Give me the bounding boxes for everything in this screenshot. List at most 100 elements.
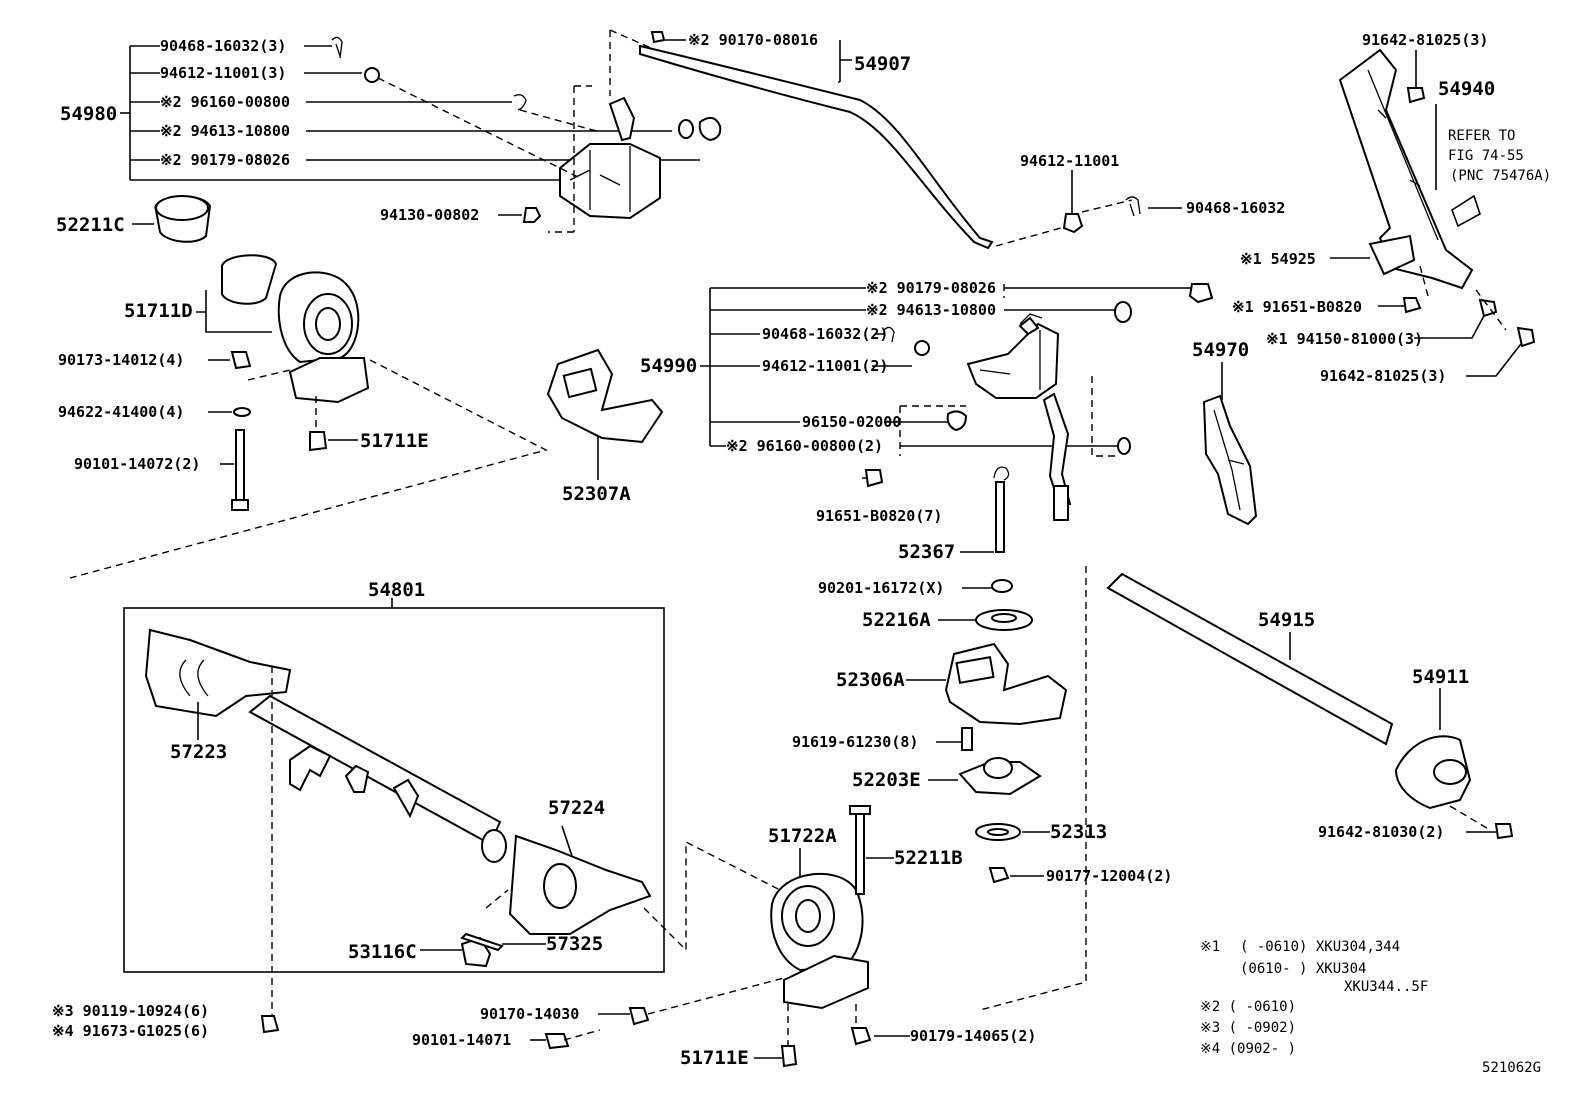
bushing-icon	[1188, 283, 1214, 304]
bracket-54925	[1368, 234, 1416, 276]
label-94612-11001: 94612-11001	[1020, 152, 1119, 170]
bolt-icon	[1402, 297, 1422, 314]
label-94612-11001-3: 94612-11001(3)	[160, 64, 286, 82]
bolt-icon	[1516, 326, 1536, 348]
label-90170-14030: 90170-14030	[480, 1005, 579, 1023]
label-90101-14072: 90101-14072(2)	[74, 455, 200, 473]
label-57224: 57224	[548, 797, 605, 819]
insulator-core	[221, 254, 278, 305]
bolt-icon	[544, 1033, 570, 1050]
crossmember-tube	[248, 694, 502, 846]
label-91673-G1025: ※4 91673-G1025(6)	[52, 1022, 209, 1040]
label-54970: 54970	[1192, 339, 1249, 361]
label-91651-B0820-7: 91651-B0820(7)	[816, 507, 942, 525]
bolt-52211B	[855, 811, 865, 895]
bracket-57224	[508, 834, 652, 935]
washer-icon	[364, 67, 380, 83]
label-51711D: 51711D	[124, 300, 193, 322]
nut-icon	[230, 351, 252, 370]
label-90170-08016: ※2 90170-08016	[688, 31, 818, 49]
label-91651-B0820: ※1 91651-B0820	[1232, 298, 1362, 316]
note-4: ※4 (0902- )	[1200, 1041, 1296, 1057]
label-54911: 54911	[1412, 666, 1469, 688]
group-54915	[979, 566, 1514, 1011]
bolt-icon	[1053, 485, 1069, 521]
bracket-small-2	[344, 764, 370, 793]
label-90179-08026-b: ※2 90179-08026	[866, 279, 996, 297]
label-57325: 57325	[546, 933, 603, 955]
label-90468-16032-3: 90468-16032(3)	[160, 37, 286, 55]
nut-icon	[991, 579, 1013, 593]
label-94613-10800-b: ※2 94613-10800	[866, 301, 996, 319]
nut-icon	[1117, 437, 1131, 455]
mount-base	[288, 357, 370, 404]
bolt-icon	[780, 1045, 798, 1068]
label-90119-10924: ※3 90119-10924(6)	[52, 1002, 209, 1020]
link-bracket-center	[966, 322, 1060, 399]
label-54801: 54801	[368, 579, 425, 601]
label-51722A: 51722A	[768, 825, 837, 847]
label-54990: 54990	[640, 355, 697, 377]
note-1-mark: ※1	[1200, 939, 1220, 955]
label-54907: 54907	[854, 53, 911, 75]
group-51722A	[530, 805, 910, 1068]
clip-icon	[883, 326, 895, 343]
diagram-code: 521062G	[1482, 1060, 1541, 1076]
nut-icon	[628, 1007, 650, 1026]
sleeve-end	[155, 195, 209, 221]
washer-icon	[678, 119, 694, 139]
label-54925: ※1 54925	[1240, 250, 1316, 268]
anchor-54911	[1394, 735, 1472, 810]
label-52211B: 52211B	[894, 847, 963, 869]
nut-icon	[850, 1027, 872, 1046]
washer-icon	[914, 340, 930, 356]
note-1-line-a: ( -0610) XKU304,344	[1240, 939, 1400, 955]
label-90179-14065: 90179-14065(2)	[910, 1027, 1036, 1045]
label-94150-81000: ※1 94150-81000(3)	[1266, 330, 1423, 348]
clip-icon	[1125, 196, 1141, 217]
label-52313: 52313	[1050, 821, 1107, 843]
bushing-icon	[698, 116, 722, 142]
clip-icon	[513, 94, 527, 111]
label-54980: 54980	[60, 103, 117, 125]
torsion-bar-54915	[1106, 572, 1394, 746]
label-90177-12004: 90177-12004(2)	[1046, 867, 1172, 885]
group-54970	[1202, 362, 1258, 526]
notes-block: ※1 ( -0610) XKU304,344 (0610- ) XKU304 X…	[1200, 939, 1428, 1057]
bolt-icon	[309, 431, 328, 452]
label-52307A: 52307A	[562, 483, 631, 505]
label-52306A: 52306A	[836, 669, 905, 691]
label-51711E-a: 51711E	[360, 430, 429, 452]
bracket-52306A	[944, 642, 1068, 726]
label-90179-08026: ※2 90179-08026	[160, 151, 290, 169]
crossmember-box	[123, 607, 665, 973]
plate-57325	[460, 932, 504, 952]
label-90173-14012: 90173-14012(4)	[58, 351, 184, 369]
label-90468-16032: 90468-16032	[1186, 199, 1285, 217]
label-90101-14071: 90101-14071	[412, 1031, 511, 1049]
clip-icon	[331, 36, 343, 59]
label-94622-41400: 94622-41400(4)	[58, 403, 184, 421]
washer-icon	[233, 407, 251, 417]
washer-icon	[1062, 213, 1084, 234]
hook-bolt	[993, 466, 1010, 481]
bolt-icon	[864, 469, 884, 488]
clip-icon	[946, 410, 968, 432]
label-96160-00800-2: ※2 96160-00800(2)	[726, 437, 883, 455]
label-94613-10800: ※2 94613-10800	[160, 122, 290, 140]
note-3: ※3 ( -0902)	[1200, 1020, 1296, 1036]
bolt-icon	[260, 1015, 280, 1034]
nut-icon	[988, 867, 1010, 884]
label-51711E-b: 51711E	[680, 1047, 749, 1069]
stabilizer-rod	[639, 44, 994, 250]
bolt-icon	[650, 31, 666, 44]
nut-icon	[522, 207, 542, 223]
rear-bracket-arm	[1338, 48, 1474, 290]
label-52211C: 52211C	[56, 214, 125, 236]
label-52203E: 52203E	[852, 769, 921, 791]
label-90468-16032-2: 90468-16032(2)	[762, 325, 888, 343]
refer-line-2: FIG 74-55	[1448, 148, 1524, 164]
label-94612-11001-2: 94612-11001(2)	[762, 357, 888, 375]
washer-icon	[1114, 301, 1132, 323]
group-54801	[123, 598, 781, 1034]
